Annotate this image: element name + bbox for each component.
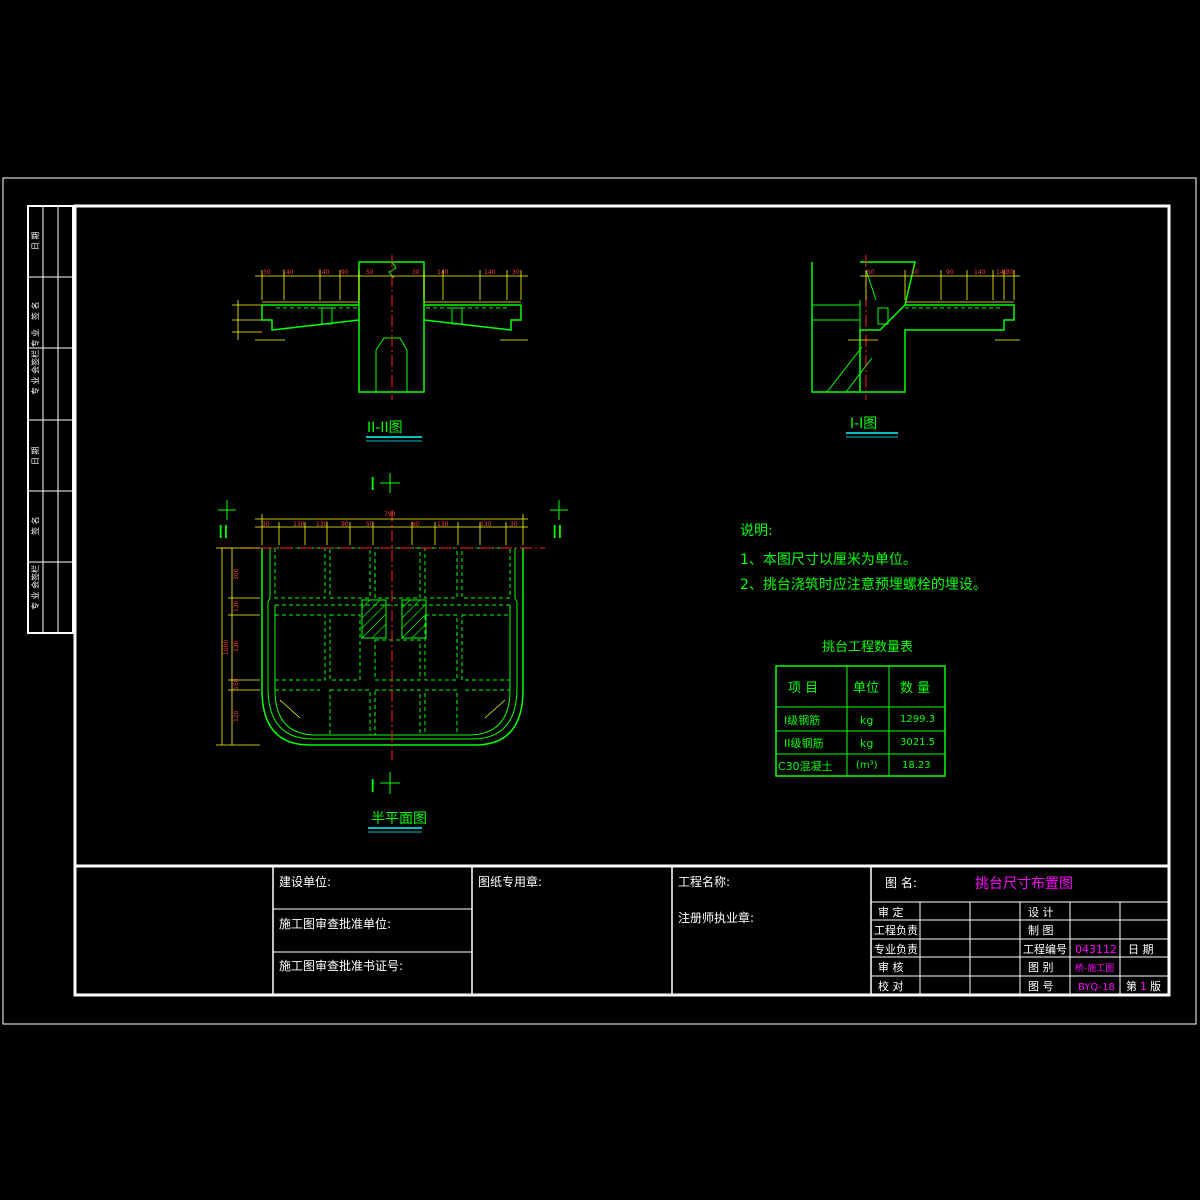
- cut-mark-II-left: II: [218, 522, 229, 543]
- table-cell-r3-unit: (m³): [856, 760, 878, 771]
- plan-left-dim-1: 300: [233, 568, 240, 580]
- cut-mark-I-bottom: I: [370, 776, 375, 797]
- edition-suffix: 版: [1150, 979, 1161, 993]
- table-header-qty: 数 量: [900, 681, 930, 696]
- title-block: 建设单位: 施工图审查批准单位: 施工图审查批准书证号: 图纸专用章: 工程名称…: [75, 864, 1169, 995]
- plan-left-dim-3: 120: [233, 640, 240, 652]
- stamp-label: 图纸专用章:: [478, 874, 542, 889]
- plan-left-dim-5: 120: [233, 710, 240, 722]
- plan-dim-4: 90: [341, 521, 349, 528]
- strip-label-3: 专 业 会签栏 专 业: [30, 329, 40, 395]
- half-plan: 790 30 130 130 90 50 90 130 130 30: [216, 473, 568, 797]
- approve-label: 审 定: [878, 905, 904, 919]
- sec2-dim-6: 30: [412, 269, 420, 276]
- drawing-name-label: 图 名:: [885, 875, 917, 890]
- note-1: 1、本图尺寸以厘米为单位。: [740, 552, 917, 568]
- drawing-name: 挑台尺寸布置图: [975, 876, 1073, 892]
- plan-title-text: 半平面图: [371, 811, 427, 827]
- table-cell-r1-unit: kg: [860, 714, 873, 727]
- category-label: 图 别: [1028, 961, 1054, 974]
- construction-unit-label: 建设单位:: [279, 874, 331, 889]
- quantity-table-title: 挑台工程数量表: [822, 640, 913, 655]
- section-1-1: 50 50 90 140 140 30: [811, 255, 1020, 400]
- table-header-item: 项 目: [788, 681, 818, 696]
- project-name-label: 工程名称:: [678, 874, 730, 889]
- notes: 说明: 1、本图尺寸以厘米为单位。 2、挑台浇筑时应注意预埋螺栓的埋设。: [740, 523, 987, 593]
- cut-mark-II-right: II: [552, 522, 563, 543]
- sec1-dim-3: 90: [946, 269, 954, 276]
- section-2-title-text: II-II图: [367, 420, 403, 436]
- sec2-dim-5: 50: [366, 269, 374, 276]
- table-cell-r2-qty: 3021.5: [900, 737, 935, 748]
- table-cell-r3-item: C30混凝土: [778, 759, 833, 773]
- table-cell-r1-qty: 1299.3: [900, 714, 935, 725]
- table-header-unit: 单位: [853, 681, 879, 696]
- drawing-no-label: 图 号: [1028, 980, 1054, 993]
- plan-dim-2: 130: [293, 521, 305, 528]
- plan-dim-total: 790: [384, 511, 396, 518]
- section-1-title: I-I图: [846, 416, 898, 438]
- sec2-dim-8: 140: [484, 269, 496, 276]
- review-cert-label: 施工图审查批准书证号:: [279, 958, 403, 973]
- left-signature-strip: 日 期 签 名 专 业 会签栏 专 业 日 期 签 名 专 业 会签栏: [27, 205, 74, 634]
- sec1-dim-4: 140: [974, 269, 986, 276]
- plan-dim-6: 90: [412, 521, 420, 528]
- review-label: 审 核: [878, 960, 904, 974]
- draft-label: 制 图: [1028, 924, 1054, 937]
- strip-label-1: 日 期: [31, 231, 40, 250]
- plan-title: 半平面图: [368, 811, 427, 833]
- proof-label: 校 对: [878, 979, 904, 993]
- note-2: 2、挑台浇筑时应注意预埋螺栓的埋设。: [740, 576, 987, 593]
- cut-mark-I-top: I: [370, 474, 375, 495]
- reg-stamp-label: 注册师执业章:: [678, 910, 754, 925]
- strip-label-4: 日 期: [31, 446, 40, 465]
- sec2-dim-9: 30: [512, 269, 520, 276]
- category-value: 桥-施工图: [1075, 962, 1114, 974]
- notes-heading: 说明:: [740, 523, 773, 539]
- plan-dim-7: 130: [437, 521, 449, 528]
- sec2-dim-2: 140: [282, 269, 294, 276]
- date-label: 日 期: [1128, 943, 1154, 956]
- design-label: 设 计: [1028, 906, 1054, 919]
- drawing-no: BYQ-18: [1078, 982, 1115, 993]
- project-lead-label: 工程负责: [874, 923, 918, 937]
- inner-border: [73, 204, 1171, 997]
- sec1-dim-2: 50: [911, 269, 919, 276]
- section-2-title: II-II图: [366, 420, 422, 442]
- plan-left-dim-total: 1000: [223, 640, 230, 655]
- plan-dim-1: 30: [262, 521, 270, 528]
- sec1-dim-5: 140: [996, 269, 1008, 276]
- project-no-label: 工程编号: [1023, 942, 1067, 956]
- quantity-table: 挑台工程数量表 项 目 单位 数 量 I级钢筋 kg 1299.3 II级钢筋 …: [775, 640, 946, 777]
- edition-prefix: 第: [1126, 979, 1137, 993]
- review-unit-label: 施工图审查批准单位:: [279, 916, 391, 931]
- table-cell-r2-item: II级钢筋: [784, 736, 824, 750]
- sec1-dim-6: 30: [1006, 269, 1014, 276]
- table-cell-r3-qty: 18.23: [902, 760, 931, 771]
- plan-left-dim-2: 120: [233, 600, 240, 612]
- discipline-lead-label: 专业负责: [874, 942, 918, 956]
- strip-label-2: 签 名: [30, 301, 40, 320]
- sec1-dim-1: 50: [867, 269, 875, 276]
- table-cell-r2-unit: kg: [860, 737, 873, 750]
- plan-left-dim-4: 150: [233, 678, 240, 690]
- sec2-dim-1: 30: [263, 269, 271, 276]
- project-no: 043112: [1075, 943, 1117, 956]
- strip-label-5: 签 名: [30, 516, 40, 535]
- edition-number: 1: [1140, 980, 1147, 993]
- plan-dim-8: 130: [480, 521, 492, 528]
- section-2-2: 30 140 140 90 50 30 140 140 30: [232, 255, 528, 400]
- outer-border: [2, 177, 1197, 1025]
- plan-dim-9: 30: [510, 521, 518, 528]
- sec2-dim-4: 90: [341, 269, 349, 276]
- strip-label-6: 专 业 会签栏: [30, 565, 40, 610]
- table-cell-r1-item: I级钢筋: [784, 713, 820, 727]
- plan-dim-3: 130: [316, 521, 328, 528]
- plan-dim-5: 50: [366, 521, 374, 528]
- sec2-dim-3: 140: [318, 269, 330, 276]
- section-1-title-text: I-I图: [850, 416, 877, 432]
